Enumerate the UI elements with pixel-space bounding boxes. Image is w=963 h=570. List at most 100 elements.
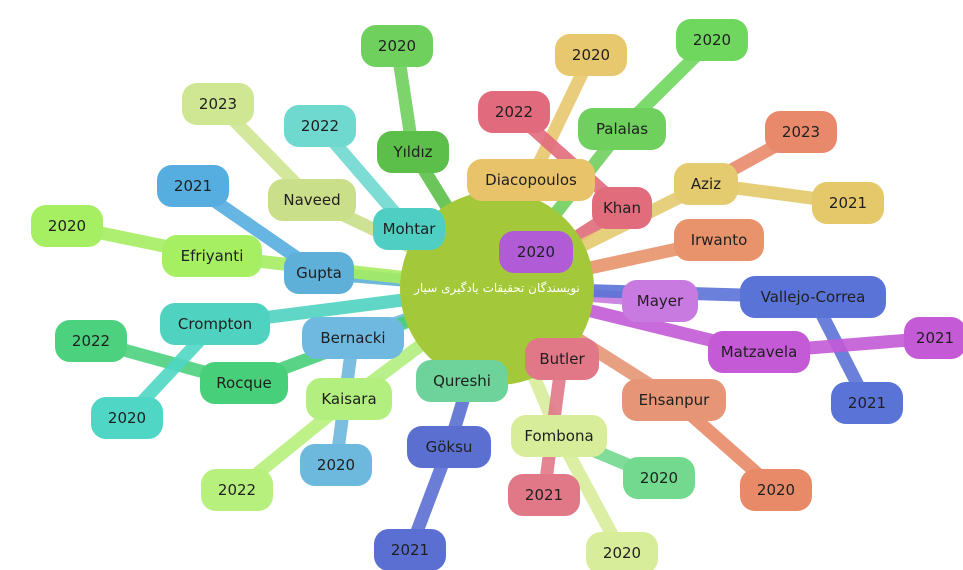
author-node-inner2020: 2020 [499,231,573,273]
year-label: 2023 [782,123,820,141]
year-node-y-palalas: 2020 [676,19,748,61]
year-label: 2021 [829,194,867,212]
author-node-matzavela: Matzavela [708,331,810,373]
author-label: Butler [539,350,585,368]
author-node-qureshi: Qureshi [416,360,508,402]
author-node-ehsanpur: Ehsanpur [622,379,726,421]
author-box [377,131,449,173]
year-label: 2021 [391,541,429,559]
author-node-kaisara: Kaisara [306,378,392,420]
year-label: 2020 [48,217,86,235]
author-box [268,179,356,221]
year-box [555,34,627,76]
author-node-rocque: Rocque [200,362,288,404]
author-label: Rocque [216,374,271,392]
year-node-y-kaisara: 2022 [201,469,273,511]
author-node-vallejo: Vallejo-Correa [740,276,886,318]
year-node-y-fombona-b: 2020 [586,532,658,570]
year-node-y-fombona-a: 2020 [623,457,695,499]
year-label: 2020 [603,544,641,562]
author-box [467,159,595,201]
author-node-butler: Butler [525,338,599,380]
author-box [302,317,404,359]
author-box [622,280,698,322]
year-label: 2020 [572,46,610,64]
year-label: 2022 [301,117,339,135]
year-label: 2020 [378,37,416,55]
author-box [525,338,599,380]
center-label: نویسندگان تحقیقات یادگیری سیار [413,281,580,296]
author-label: Mohtar [383,220,437,238]
author-box [592,187,652,229]
author-label: Irwanto [691,231,748,249]
year-label: 2022 [218,481,256,499]
author-node-irwanto: Irwanto [674,219,764,261]
author-node-palalas: Palalas [578,108,666,150]
year-box [55,320,127,362]
author-box [674,163,738,205]
year-label: 2021 [916,329,954,347]
author-box [407,426,491,468]
author-label: Mayer [637,292,684,310]
author-box [162,235,262,277]
year-node-y-mohtar: 2022 [284,105,356,147]
author-label: Efriyanti [181,247,244,265]
year-node-y-naveed: 2023 [182,83,254,125]
year-box [812,182,884,224]
year-node-y-butler: 2021 [508,474,580,516]
author-label: Aziz [691,175,721,193]
year-box [91,397,163,439]
year-node-y-rocque: 2022 [55,320,127,362]
year-node-y-bernacki: 2020 [300,444,372,486]
year-label: 2020 [317,456,355,474]
year-box [765,111,837,153]
year-box [586,532,658,570]
node-layer: 2020 2023 2022 2020 2020 2022 2023 2021 2021 2020… [31,19,963,570]
author-label: Palalas [596,120,648,138]
author-box [740,276,886,318]
year-node-y-gupta: 2021 [157,165,229,207]
year-label: 2022 [495,103,533,121]
author-node-mayer: Mayer [622,280,698,322]
year-label: 2020 [108,409,146,427]
year-box [478,91,550,133]
author-box [511,415,607,457]
year-box [182,83,254,125]
year-box [904,317,963,359]
author-label: Gupta [296,264,342,282]
author-node-goksu: Göksu [407,426,491,468]
year-box [31,205,103,247]
author-node-mohtar: Mohtar [373,208,445,250]
author-label: Matzavela [721,343,798,361]
author-label: Göksu [426,438,473,456]
author-node-fombona: Fombona [511,415,607,457]
year-box [157,165,229,207]
author-node-bernacki: Bernacki [302,317,404,359]
author-label: Naveed [283,191,340,209]
year-label: 2020 [640,469,678,487]
year-node-y-efri: 2020 [31,205,103,247]
year-node-y-yildiz: 2020 [361,25,433,67]
author-node-efriyanti: Efriyanti [162,235,262,277]
year-node-y-matzavela: 2021 [904,317,963,359]
year-box [676,19,748,61]
author-label: 2020 [517,243,555,261]
year-node-y-ehsanpur: 2020 [740,469,812,511]
author-box [499,231,573,273]
year-node-y-vallejo: 2021 [831,382,903,424]
author-node-crompton: Crompton [160,303,270,345]
year-box [284,105,356,147]
author-label: Bernacki [320,329,385,347]
author-box [306,378,392,420]
author-label: Khan [603,199,641,217]
year-box [300,444,372,486]
year-label: 2021 [174,177,212,195]
author-box [200,362,288,404]
year-node-y-aziz-a: 2023 [765,111,837,153]
author-box [622,379,726,421]
author-node-yildiz: Yıldız [377,131,449,173]
year-box [361,25,433,67]
author-node-khan: Khan [592,187,652,229]
author-box [416,360,508,402]
